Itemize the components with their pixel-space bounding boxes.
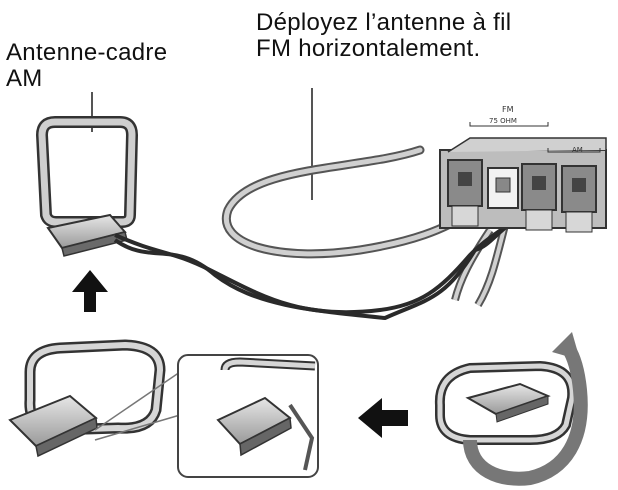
assembled-loop-antenna-icon (8, 339, 166, 458)
detail-callout-line (94, 414, 181, 441)
am-label-line1: Antenne-cadre (6, 39, 168, 66)
antenna-terminal-block (439, 122, 607, 233)
terminal-75ohm-label: 75 OHM (489, 117, 517, 125)
left-arrow-icon (358, 398, 408, 438)
fm-wire-antenna-label: Déployez l’antenne à fil FM horizontalem… (256, 10, 511, 62)
rotating-loop-antenna-icon (434, 360, 578, 445)
am-label-line2: AM (6, 65, 43, 92)
terminal-am-label: AM (572, 146, 583, 154)
am-loop-antenna-icon (35, 116, 139, 257)
rotate-arrow-icon (463, 332, 588, 486)
detail-inset-box (177, 354, 319, 478)
am-twisted-wire (113, 208, 536, 321)
up-arrow-icon (72, 270, 108, 312)
fm-label-line2: FM horizontalement. (256, 35, 481, 62)
fm-label-line1: Déployez l’antenne à fil (256, 9, 512, 36)
terminal-fm-label: FM (502, 105, 514, 114)
am-loop-antenna-label: Antenne-cadre AM (6, 40, 167, 92)
